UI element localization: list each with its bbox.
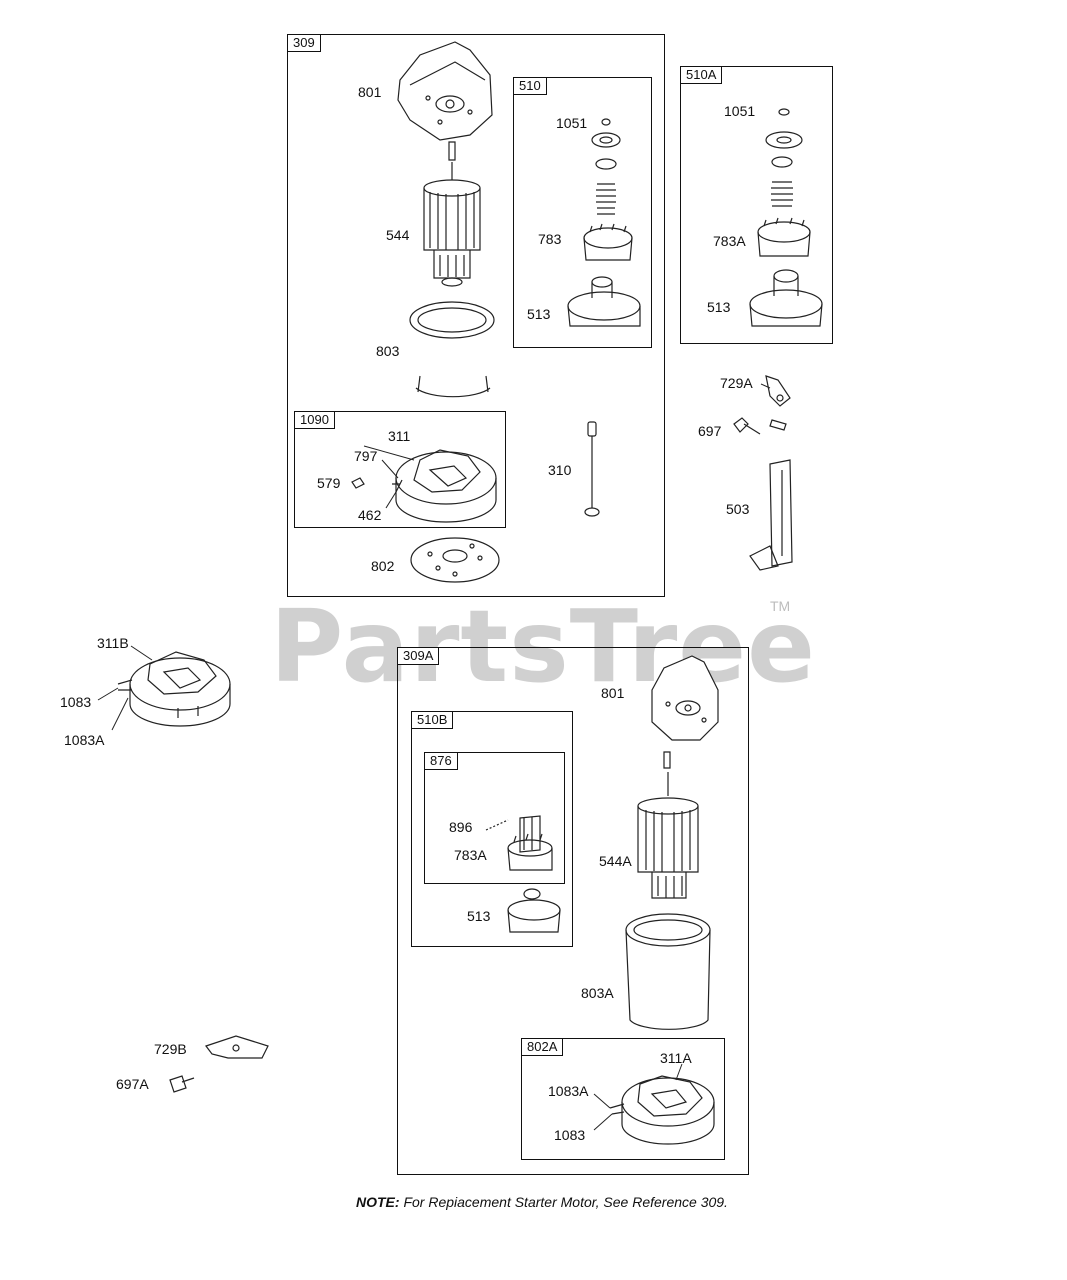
part-544-armature[interactable] xyxy=(423,162,481,287)
label-896[interactable]: 896 xyxy=(449,819,473,835)
label-783A[interactable]: 783A xyxy=(713,233,746,249)
label-503[interactable]: 503 xyxy=(726,501,750,517)
label-697A[interactable]: 697A xyxy=(116,1076,149,1092)
group-876-tag[interactable]: 876 xyxy=(425,753,458,770)
group-876: 876 xyxy=(424,752,565,884)
label-311A[interactable]: 311A xyxy=(660,1050,692,1066)
label-513-510A[interactable]: 513 xyxy=(707,299,731,315)
group-309-tag[interactable]: 309 xyxy=(288,35,321,52)
group-510A-tag[interactable]: 510A xyxy=(681,67,723,84)
group-510: 510 xyxy=(513,77,652,348)
watermark-trademark: TM xyxy=(770,598,791,614)
label-462[interactable]: 462 xyxy=(358,507,382,523)
part-310-bolt[interactable] xyxy=(584,421,600,517)
label-803[interactable]: 803 xyxy=(376,343,400,359)
group-510-tag[interactable]: 510 xyxy=(514,78,547,95)
label-544A[interactable]: 544A xyxy=(599,853,632,869)
label-801[interactable]: 801 xyxy=(358,84,382,100)
part-803A-housing[interactable] xyxy=(625,913,711,1030)
label-801-309A[interactable]: 801 xyxy=(601,685,625,701)
leader-lines xyxy=(97,383,771,1131)
label-311B[interactable]: 311B xyxy=(97,635,129,651)
label-697[interactable]: 697 xyxy=(698,423,722,439)
part-697-screw[interactable] xyxy=(733,417,761,435)
label-729B[interactable]: 729B xyxy=(154,1041,187,1057)
watermark-brand: PartsTree xyxy=(270,588,816,705)
label-310[interactable]: 310 xyxy=(548,462,572,478)
part-503-bracket[interactable] xyxy=(749,459,793,571)
part-513-drive-b[interactable] xyxy=(507,888,561,933)
part-544A-armature[interactable] xyxy=(637,772,699,899)
group-802A-tag[interactable]: 802A xyxy=(522,1039,564,1056)
label-1083[interactable]: 1083 xyxy=(60,694,92,710)
group-510A: 510A xyxy=(680,66,833,344)
label-797[interactable]: 797 xyxy=(354,448,378,464)
group-510B: 510B xyxy=(411,711,573,947)
footer-note: NOTE: For Repiacement Starter Motor, See… xyxy=(356,1194,728,1210)
part-510-drive-kit[interactable] xyxy=(567,118,641,327)
label-729A[interactable]: 729A xyxy=(720,375,753,391)
label-1051-510A[interactable]: 1051 xyxy=(724,103,756,119)
part-311B-brush-plate[interactable] xyxy=(117,651,231,727)
part-876-pinion[interactable] xyxy=(485,815,553,871)
label-783A-876[interactable]: 783A xyxy=(454,847,487,863)
part-803-housing[interactable] xyxy=(409,301,495,398)
group-1090: 1090 xyxy=(294,411,506,528)
label-1083-802A[interactable]: 1083 xyxy=(554,1127,586,1143)
part-579-spring[interactable] xyxy=(351,477,365,489)
label-1083A-802A[interactable]: 1083A xyxy=(548,1083,589,1099)
part-key-b xyxy=(663,751,671,769)
label-783[interactable]: 783 xyxy=(538,231,562,247)
group-309: 309 xyxy=(287,34,665,597)
group-309A-tag[interactable]: 309A xyxy=(398,648,440,665)
label-544[interactable]: 544 xyxy=(386,227,410,243)
part-802-end-plate[interactable] xyxy=(410,537,500,583)
label-579[interactable]: 579 xyxy=(317,475,341,491)
part-311-brush-plate[interactable] xyxy=(392,449,497,523)
label-1083A[interactable]: 1083A xyxy=(64,732,105,748)
label-803A[interactable]: 803A xyxy=(581,985,614,1001)
label-513-510B[interactable]: 513 xyxy=(467,908,491,924)
group-309A: 309A xyxy=(397,647,749,1175)
part-729A-clip[interactable] xyxy=(765,375,791,431)
group-510B-tag[interactable]: 510B xyxy=(412,712,454,729)
part-801-drive-cap[interactable] xyxy=(397,41,493,141)
note-text: For Repiacement Starter Motor, See Refer… xyxy=(399,1194,728,1210)
part-801-drive-cap-b[interactable] xyxy=(651,655,719,741)
group-802A: 802A xyxy=(521,1038,725,1160)
label-311[interactable]: 311 xyxy=(388,428,411,444)
group-1090-tag[interactable]: 1090 xyxy=(295,412,335,429)
part-key xyxy=(448,141,456,161)
part-729B-clip[interactable] xyxy=(205,1035,269,1059)
note-prefix: NOTE: xyxy=(356,1194,400,1210)
part-510A-drive-kit[interactable] xyxy=(749,108,823,327)
label-1051[interactable]: 1051 xyxy=(556,115,588,131)
label-513[interactable]: 513 xyxy=(527,306,551,322)
part-697A-screw[interactable] xyxy=(169,1075,195,1093)
part-311A-brush-plate[interactable] xyxy=(609,1075,715,1145)
label-802[interactable]: 802 xyxy=(371,558,395,574)
